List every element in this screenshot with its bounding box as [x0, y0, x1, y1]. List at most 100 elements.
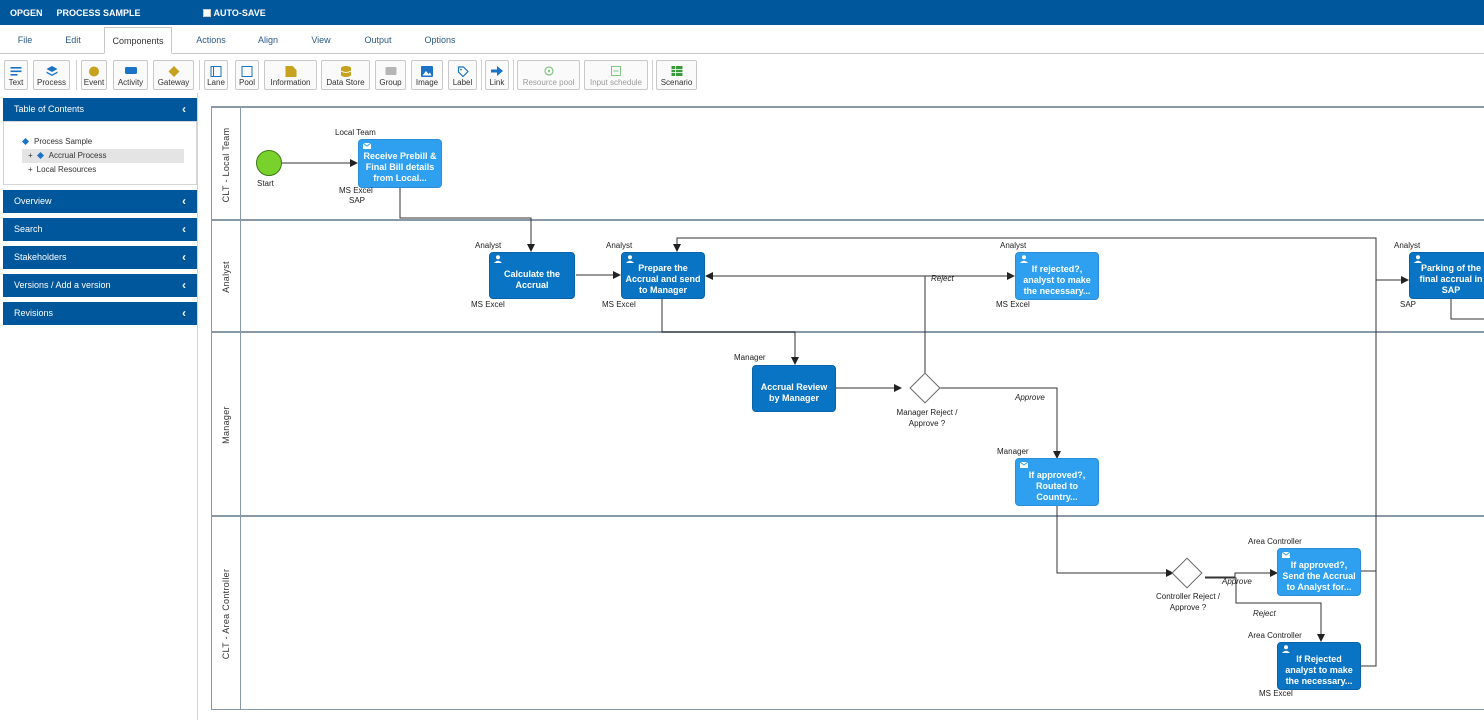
pool-icon [241, 66, 253, 77]
toolbar-separator [513, 60, 514, 90]
task-if-rejected-analyst[interactable]: If rejected?, analyst to make the necess… [1015, 252, 1099, 300]
toc-panel-header[interactable]: Table of Contents ‹ [3, 98, 197, 121]
process-button[interactable]: Process [33, 60, 70, 90]
expand-icon[interactable]: + [28, 165, 33, 174]
overview-panel-header[interactable]: Overview ‹ [3, 190, 197, 213]
task-if-rejected-controller[interactable]: If Rejected analyst to make the necessar… [1277, 642, 1361, 690]
tab-view[interactable]: View [311, 35, 331, 45]
task-prepare-accrual[interactable]: Prepare the Accrual and send to Manager [621, 252, 705, 299]
toolbar-separator [76, 60, 77, 90]
task-role: Analyst [1394, 241, 1421, 250]
lane-area-controller[interactable]: CLT - Area Controller [211, 515, 1484, 710]
tab-output[interactable]: Output [364, 35, 392, 45]
task-parking-final-accrual[interactable]: Parking of the final accrual in SAP [1409, 252, 1484, 299]
versions-panel-header[interactable]: Versions / Add a version ‹ [3, 274, 197, 297]
user-icon [626, 255, 634, 263]
panel-title: Overview [14, 196, 52, 206]
search-panel-header[interactable]: Search ‹ [3, 218, 197, 241]
input-schedule-button[interactable]: Input schedule [584, 60, 648, 90]
tab-edit[interactable]: Edit [65, 35, 81, 45]
task-calculate-accrual[interactable]: Calculate the Accrual [489, 252, 575, 299]
flow-label-approve: Approve [1222, 577, 1252, 586]
panel-title: Revisions [14, 308, 54, 318]
link-button[interactable]: Link [485, 60, 509, 90]
stakeholders-panel-header[interactable]: Stakeholders ‹ [3, 246, 197, 269]
user-icon [494, 255, 502, 263]
task-text: Calculate the Accrual [503, 268, 561, 290]
chevron-left-icon[interactable]: ‹ [182, 194, 186, 208]
pool-button-label: Pool [238, 78, 255, 87]
activity-button[interactable]: Activity [113, 60, 148, 90]
lane-label: CLT - Area Controller [211, 517, 241, 710]
lane-button[interactable]: Lane [204, 60, 228, 90]
task-role: Area Controller [1248, 631, 1302, 640]
sidebar-divider[interactable] [197, 93, 198, 720]
task-role: Manager [997, 447, 1029, 456]
chevron-left-icon[interactable]: ‹ [182, 102, 186, 116]
flow-gw2-approve [1205, 569, 1278, 578]
pool-button[interactable]: Pool [235, 60, 259, 90]
flow-prepare-to-review [661, 299, 799, 365]
gateway-button[interactable]: Gateway [153, 60, 194, 90]
toc-item-local-resources[interactable]: + Local Resources [22, 163, 96, 177]
chevron-left-icon[interactable]: ‹ [182, 278, 186, 292]
task-receive-prebill[interactable]: Receive Prebill & Final Bill details fro… [358, 139, 442, 188]
flow-send-to-parking [1361, 276, 1409, 572]
image-button[interactable]: Image [411, 60, 443, 90]
task-text: Accrual Review by Manager [760, 381, 828, 403]
panel-title: Stakeholders [14, 252, 67, 262]
task-if-approved-routed[interactable]: If approved?, Routed to Country... [1015, 458, 1099, 506]
tab-align[interactable]: Align [257, 35, 278, 45]
flow-receive-to-calculate [399, 188, 535, 252]
chevron-left-icon[interactable]: ‹ [182, 306, 186, 320]
activity-rect-icon [124, 67, 137, 74]
flow-gw2-reject [1205, 577, 1325, 642]
task-role: Manager [734, 353, 766, 362]
task-resource: MS Excel [602, 300, 636, 309]
start-event[interactable] [256, 150, 282, 176]
tab-components[interactable]: Components [104, 27, 172, 54]
scenario-button[interactable]: Scenario [656, 60, 697, 90]
tab-options[interactable]: Options [424, 35, 456, 45]
lane-manager[interactable]: Manager [211, 331, 1484, 516]
scenario-icon [671, 66, 682, 76]
toc-item-process-sample[interactable]: Process Sample [22, 135, 92, 149]
image-icon [421, 66, 433, 77]
task-resource: MS Excel [996, 300, 1030, 309]
sidebar: Table of Contents ‹ Process Sample + Acc… [3, 98, 197, 330]
chevron-left-icon[interactable]: ‹ [182, 222, 186, 236]
event-button[interactable]: Event [81, 60, 107, 90]
scenario-button-label: Scenario [660, 78, 693, 87]
task-text: Receive Prebill & Final Bill details fro… [363, 151, 437, 183]
diagram-canvas[interactable]: CLT - Local Team Analyst Manager CLT - A… [211, 106, 1484, 710]
information-button-label: Information [270, 78, 311, 87]
autosave-checkbox[interactable] [202, 8, 211, 17]
group-button[interactable]: Group [375, 60, 406, 90]
gateway-diamond-icon [168, 66, 179, 77]
toolbar-separator [652, 60, 653, 90]
tab-file[interactable]: File [17, 35, 33, 45]
process-name[interactable]: PROCESS SAMPLE [56, 7, 141, 18]
task-role: Analyst [1000, 241, 1027, 250]
task-send-accrual-to-analyst[interactable]: If approved?, Send the Accrual to Analys… [1277, 548, 1361, 596]
lane-local-team[interactable]: CLT - Local Team [211, 106, 1484, 221]
toc-tree: Process Sample + Accrual Process + Local… [3, 121, 197, 185]
text-button-label: Text [8, 78, 24, 87]
label-button[interactable]: Label [448, 60, 477, 90]
chevron-left-icon[interactable]: ‹ [182, 250, 186, 264]
tab-actions[interactable]: Actions [196, 35, 226, 45]
toc-item-accrual-process[interactable]: + Accrual Process [22, 149, 184, 163]
lane-analyst[interactable]: Analyst [211, 219, 1484, 332]
user-icon [1282, 645, 1290, 653]
task-accrual-review[interactable]: Accrual Review by Manager [752, 365, 836, 412]
data-store-button[interactable]: Data Store [321, 60, 370, 90]
expand-icon[interactable]: + [28, 151, 33, 160]
app-brand[interactable]: OPGEN [10, 7, 43, 18]
revisions-panel-header[interactable]: Revisions ‹ [3, 302, 197, 325]
components-toolbar: Text Process Event Activity Gateway Lane… [0, 60, 1484, 90]
resource-pool-button[interactable]: Resource pool [517, 60, 580, 90]
autosave-toggle[interactable]: AUTO-SAVE [202, 8, 266, 18]
lane-button-label: Lane [207, 78, 225, 87]
information-button[interactable]: Information [264, 60, 317, 90]
text-button[interactable]: Text [4, 60, 28, 90]
